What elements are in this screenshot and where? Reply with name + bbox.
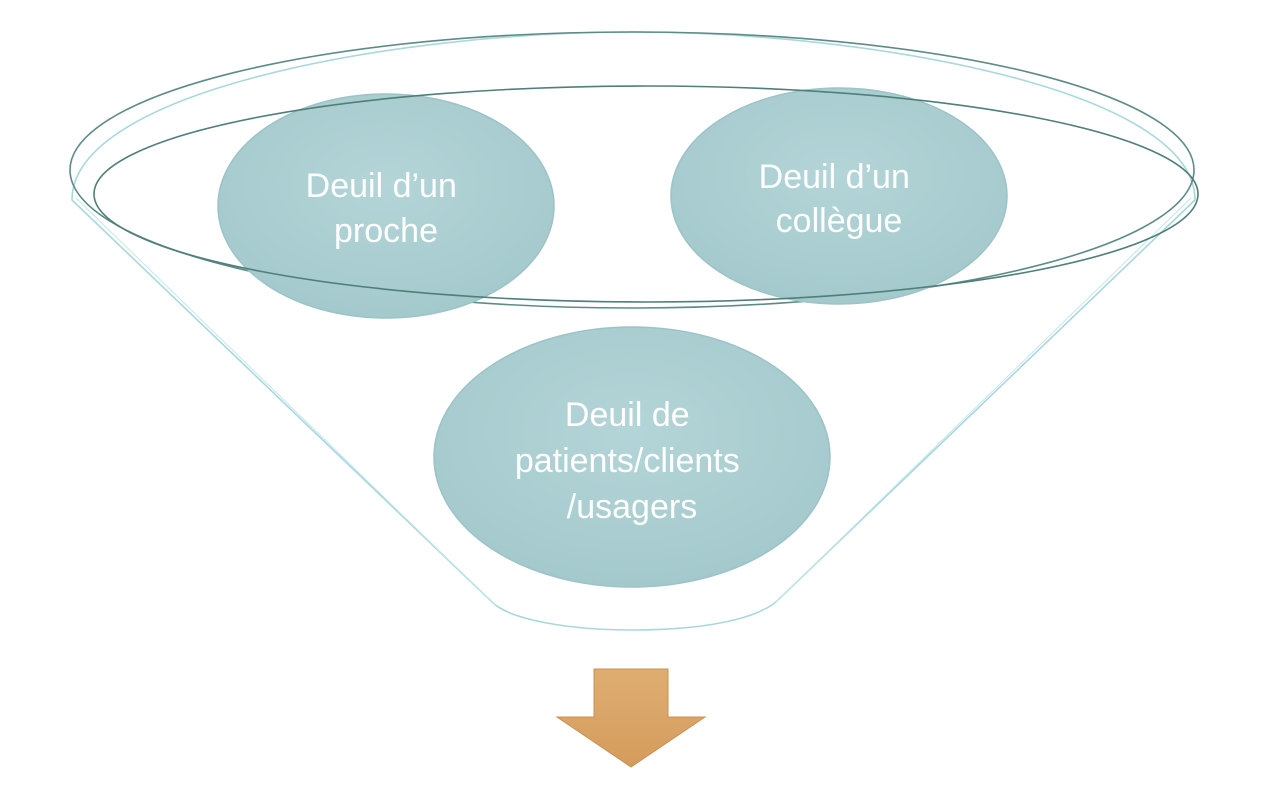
down-arrow-icon bbox=[555, 668, 707, 768]
bubble-collegue-line-1: Deuil d’un bbox=[759, 158, 910, 196]
bubble-collegue-line-2: collègue bbox=[776, 202, 903, 240]
bubble-collegue-shape bbox=[670, 87, 1008, 305]
bubble-patients-shape bbox=[433, 326, 831, 588]
bubble-patients-line-2: patients/clients bbox=[515, 442, 740, 480]
funnel-inner-edge bbox=[75, 197, 497, 607]
bubble-patients-line-3: /usagers bbox=[567, 488, 697, 526]
bubble-patients-label: Deuil de patients/clients /usagers bbox=[515, 396, 749, 526]
bubble-patients-line-1: Deuil de bbox=[565, 396, 690, 434]
bubble-collegue-label: Deuil d’un collègue bbox=[759, 158, 920, 240]
funnel-rim-inner bbox=[93, 85, 1199, 303]
bubble-collegue: Deuil d’un collègue bbox=[670, 87, 1008, 305]
funnel-inner-edge-right bbox=[775, 197, 1192, 603]
bubble-proche-label: Deuil d’un proche bbox=[306, 167, 467, 250]
funnel-rim-outer bbox=[69, 31, 1195, 309]
bubble-proche-line-1: Deuil d’un bbox=[306, 167, 457, 205]
bubble-patients: Deuil de patients/clients /usagers bbox=[433, 326, 831, 588]
bubble-proche: Deuil d’un proche bbox=[217, 93, 555, 319]
bubble-proche-shape bbox=[217, 93, 555, 319]
bubble-proche-line-2: proche bbox=[334, 212, 438, 250]
